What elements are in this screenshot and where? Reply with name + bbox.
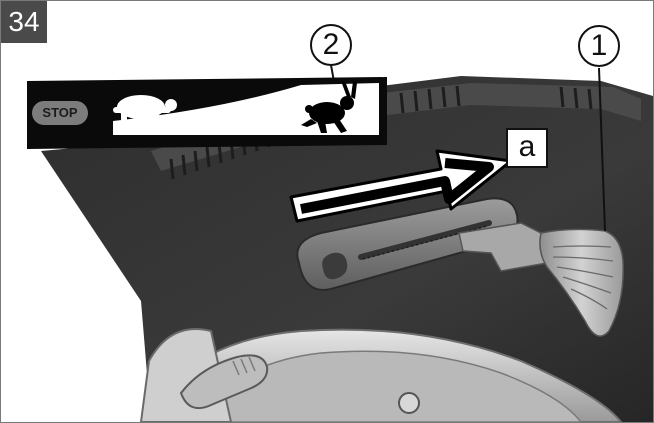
- callout-2-circle: [310, 24, 352, 66]
- turtle-icon: [113, 95, 177, 123]
- ring-bolt: [398, 392, 420, 414]
- speed-slot: [358, 220, 492, 260]
- callout-2-label: 2: [322, 28, 340, 61]
- direction-arrow-shadow: [300, 158, 494, 214]
- stop-pill: [32, 101, 88, 125]
- direction-label-a: a: [506, 128, 548, 168]
- lever-grip-lines: [552, 245, 614, 310]
- callout-1-leader: [598, 67, 606, 232]
- callout-1-circle: [578, 25, 620, 67]
- lower-lever-ribs: [232, 356, 256, 376]
- callout-1-label: 1: [590, 29, 608, 62]
- rabbit-icon: [301, 81, 357, 133]
- figure-number: 34: [1, 1, 47, 43]
- stop-label: STOP: [42, 105, 78, 120]
- machine-rim: [151, 83, 641, 171]
- slot-hole: [322, 252, 348, 280]
